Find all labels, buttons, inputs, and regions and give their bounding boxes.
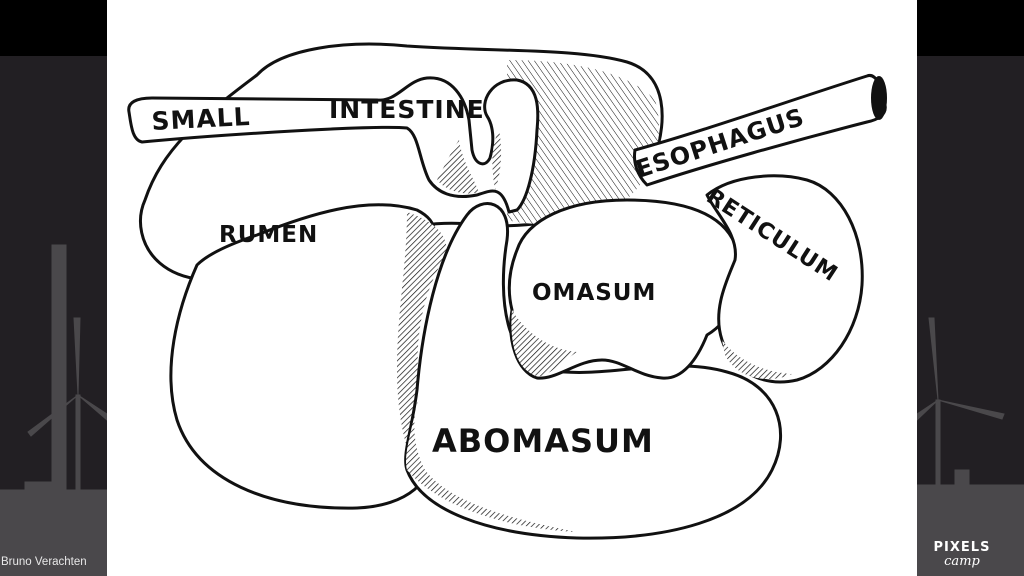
wind-turbine-icon [27,317,108,501]
abomasum [404,202,782,540]
rumen-shaded-region [507,60,659,224]
pixels-camp-logo: PIXELS camp [922,540,1002,574]
reticulum-shadow [722,340,792,380]
logo-text-camp: camp [944,554,980,569]
intestine-loop-shadow [437,140,479,194]
rumen-shadow [397,212,447,490]
label-rumen: RUMEN [219,222,318,248]
intestine-loop-shadow [492,130,502,190]
factory-chimney-icon [51,244,67,496]
label-abomasum: ABOMASUM [432,422,654,460]
logo-text-pixels: PIXELS [933,540,991,555]
small-intestine [127,76,540,214]
omasum [507,198,741,380]
stomach-diagram: SMALL INTESTINE ESOPHAGUS RUMEN RETICULU… [127,42,887,540]
abomasum-shadow [406,395,577,532]
label-small: SMALL [151,102,251,136]
reticulum [705,174,864,384]
esophagus-opening [871,76,887,120]
author-name: Bruno Verachten [1,556,87,568]
label-intestine: INTESTINE [329,95,485,124]
slide-content: SMALL INTESTINE ESOPHAGUS RUMEN RETICULU… [107,0,917,576]
wind-turbine-icon [916,317,1005,491]
omasum-shadow [511,310,577,377]
label-omasum: OMASUM [532,280,656,306]
